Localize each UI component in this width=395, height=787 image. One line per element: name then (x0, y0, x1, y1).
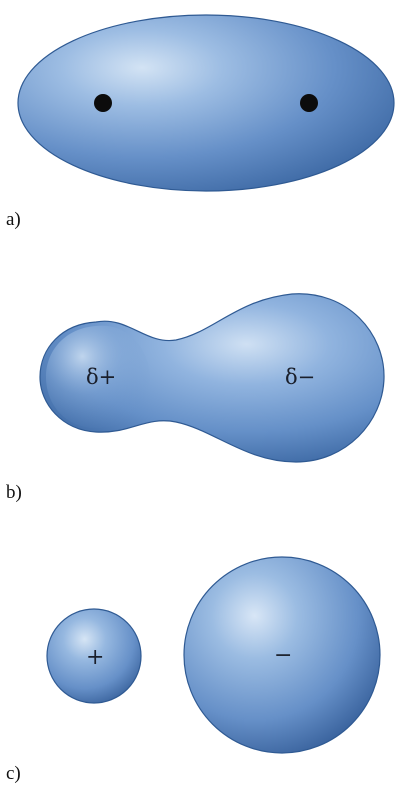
nucleus-dot-left (94, 94, 112, 112)
anion-charge: − (274, 643, 292, 668)
panel-c: + − c) (6, 557, 380, 784)
partial-positive-charge: δ+ (86, 365, 116, 389)
cation-charge: + (86, 645, 104, 670)
nucleus-dot-right (300, 94, 318, 112)
panel-a: a) (6, 15, 394, 230)
panel-label-b: b) (6, 482, 22, 503)
panel-label-a: a) (6, 209, 21, 230)
partial-negative-charge: δ− (285, 365, 315, 389)
panel-b: δ+ δ− b) (6, 294, 384, 503)
ellipsoid-electron-cloud (18, 15, 394, 191)
panel-label-c: c) (6, 763, 21, 784)
